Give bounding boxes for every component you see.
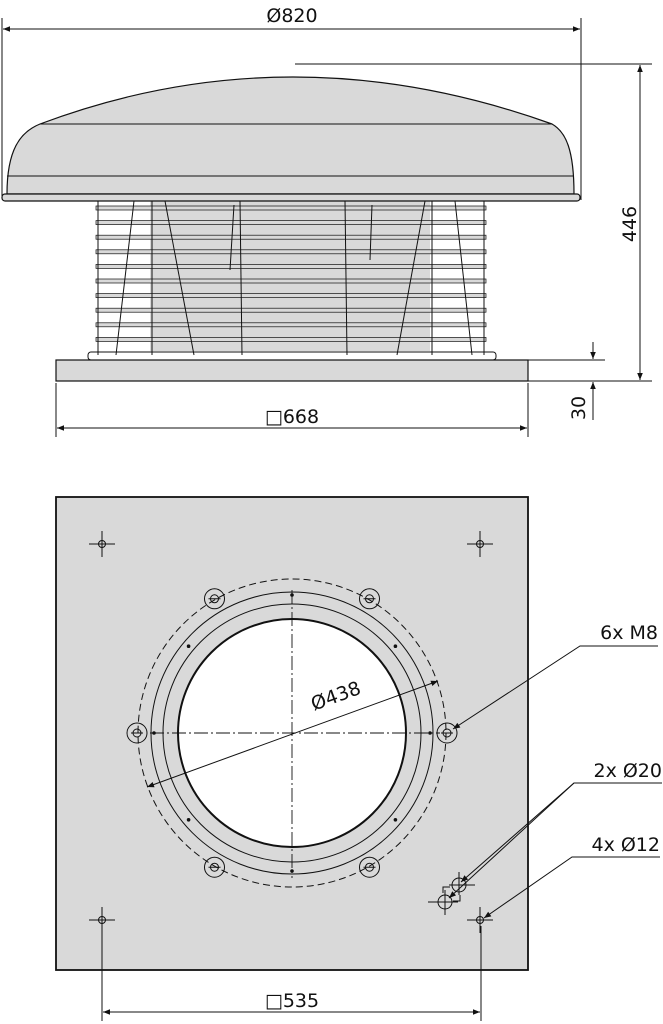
hole-spacing-dimension: □535 <box>101 926 482 1021</box>
corner-holes-label: 4x Ø12 <box>591 834 660 856</box>
height-dimension: 446 <box>295 63 652 382</box>
bolt-hole <box>359 856 380 878</box>
grille-bar <box>95 307 487 313</box>
corner-hole <box>467 531 493 557</box>
diameter-label: Ø820 <box>266 5 317 27</box>
grille-bar <box>95 278 487 284</box>
large-holes <box>428 872 475 915</box>
ring-dot <box>393 817 398 822</box>
grille-bar <box>95 293 487 298</box>
base-plate-side <box>55 359 529 382</box>
corner-holes-leader: 4x Ø12 <box>483 834 660 919</box>
ring-dot <box>290 869 294 873</box>
grille-bar <box>95 337 487 342</box>
bolt-hole <box>359 588 380 610</box>
base-width-dimension: □668 <box>55 383 529 437</box>
ring-dot <box>290 593 294 597</box>
bolt-hole <box>204 588 225 610</box>
ring-dot <box>428 731 432 735</box>
diameter-dimension: Ø820 <box>1 5 582 200</box>
large-holes-label: 2x Ø20 <box>593 760 662 782</box>
height-label: 446 <box>619 206 641 242</box>
bolt-hole <box>204 856 225 878</box>
plan-view: Ø438 6x M8 2x Ø20 4x Ø12 □535 <box>55 496 662 1021</box>
ring-dot <box>186 644 191 649</box>
corner-hole <box>467 907 493 933</box>
bolt-label: 6x M8 <box>600 622 658 644</box>
grille-bar <box>95 264 487 269</box>
corner-hole <box>89 531 115 557</box>
side-view: Ø820 446 30 □668 <box>1 5 652 437</box>
ring-dot <box>393 644 398 649</box>
base-height-dimension: 30 <box>528 342 605 420</box>
grille-bar <box>95 249 487 255</box>
fan-grille <box>87 200 497 361</box>
base-width-label: □668 <box>265 406 319 428</box>
grille-bar <box>95 205 487 211</box>
hole-spacing-label: □535 <box>265 990 319 1012</box>
grille-bar <box>95 322 487 328</box>
grille-bar <box>95 234 487 240</box>
bolt-holes <box>126 588 458 878</box>
ring-dot <box>152 731 156 735</box>
grille-bar <box>95 220 487 225</box>
dome-hood <box>1 76 581 202</box>
corner-holes <box>89 531 493 933</box>
ring-dot <box>186 817 191 822</box>
bolt-leader: 6x M8 <box>452 622 658 730</box>
large-holes-leader: 2x Ø20 <box>448 760 662 899</box>
base-height-label: 30 <box>568 396 590 420</box>
